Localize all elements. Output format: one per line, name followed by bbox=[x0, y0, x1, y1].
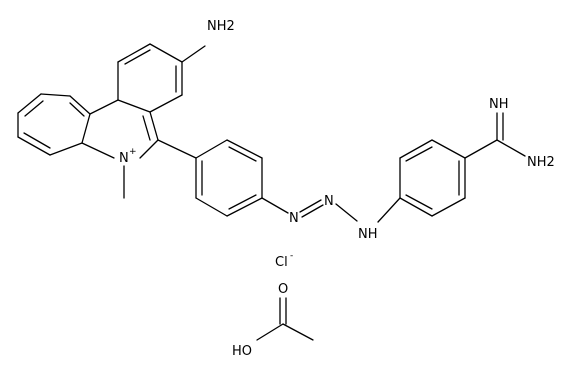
acid-hydroxyl-label: HO bbox=[232, 344, 252, 359]
azo-double-bond-b bbox=[301, 204, 324, 218]
amine-bond bbox=[181, 45, 206, 63]
imine-label: NH bbox=[489, 97, 509, 112]
chloride-charge: - bbox=[290, 251, 293, 261]
left-benzene-ring bbox=[17, 93, 91, 156]
right-phenyl-ring bbox=[399, 139, 466, 217]
amine-label: NH2 bbox=[207, 19, 235, 34]
central-pyridinium-ring bbox=[81, 99, 159, 159]
acetic-acid bbox=[256, 297, 314, 341]
azo-n2-label: N bbox=[324, 194, 334, 209]
upper-benzene-ring bbox=[117, 43, 183, 113]
amidine-nh2-label: NH2 bbox=[527, 155, 555, 170]
middle-phenyl-ring bbox=[195, 139, 263, 217]
azo-double-bond-a bbox=[299, 199, 322, 213]
acid-oxygen-label: O bbox=[278, 282, 288, 297]
nh-aryl-bond bbox=[377, 197, 401, 223]
aryl-link-bond bbox=[157, 139, 197, 159]
triazene-nh-label: NH bbox=[358, 227, 378, 242]
azo-n1-label: N bbox=[289, 211, 299, 226]
chloride-label: Cl bbox=[275, 255, 288, 270]
azo-link-bond bbox=[261, 197, 289, 214]
ring-nitrogen-label: N bbox=[119, 151, 129, 166]
ring-nitrogen-charge: + bbox=[129, 147, 137, 157]
triazene-single-bond bbox=[335, 203, 358, 222]
amidine-nh2-bond bbox=[496, 139, 526, 157]
amidine-carbon-bond bbox=[464, 139, 498, 159]
